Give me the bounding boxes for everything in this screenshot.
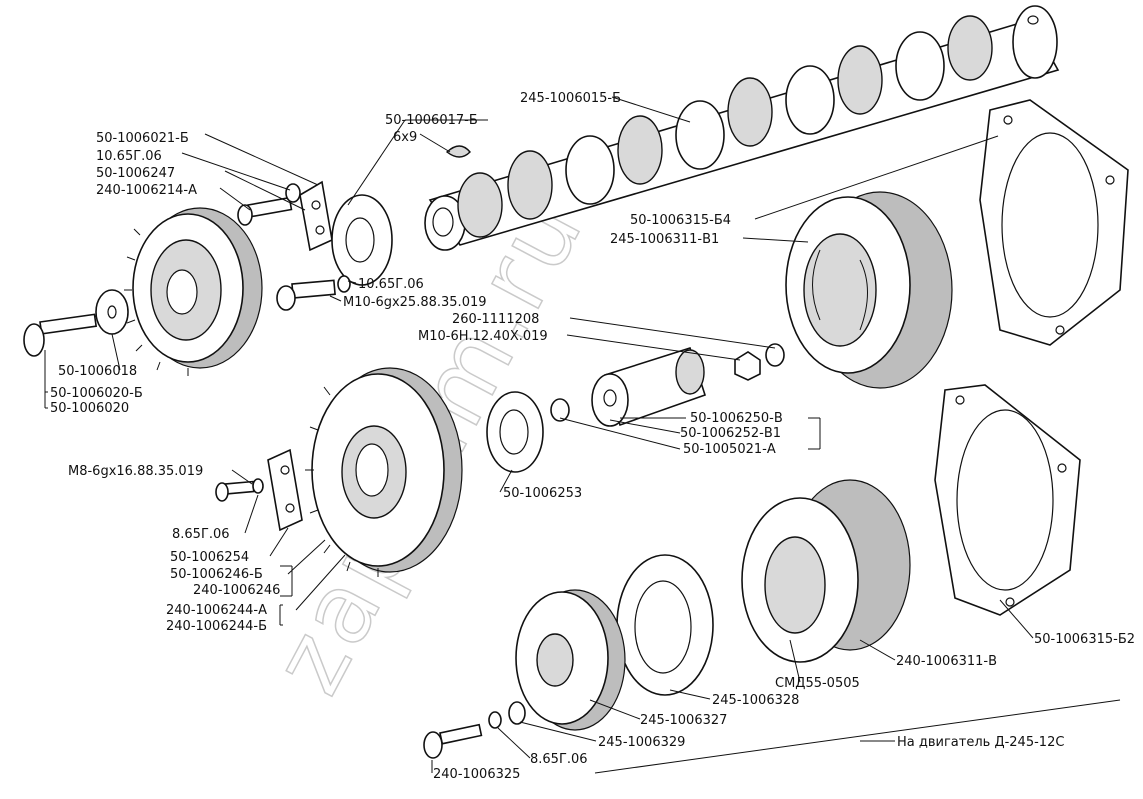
big-gear [305, 367, 463, 577]
label-washer-8: 8.65Г.06 [172, 527, 230, 542]
label-plate: 50-1006021-Б [96, 131, 189, 146]
label-plate-small: 50-1006254 [170, 550, 249, 565]
label-key-size: 6x9 [393, 130, 417, 145]
label-camshaft: 245-1006015-Б [520, 91, 621, 106]
label-gear-bottom: 240-1006311-В [896, 654, 997, 669]
label-bolt-top: 240-1006214-А [96, 183, 197, 198]
bolt-m10 [276, 279, 336, 311]
thrust-washer [331, 194, 393, 286]
washer-10-top [285, 183, 301, 203]
label-gasket-top: 50-1006315-Б4 [630, 213, 731, 228]
washer-big [486, 391, 544, 473]
gasket-bottom [934, 384, 1081, 616]
lock-plate [299, 180, 333, 252]
label-flange-plate: 50-1006247 [96, 166, 175, 181]
bolt-bottom [423, 723, 483, 759]
smd-ring [616, 554, 714, 696]
label-washer-260: 260-1111208 [452, 312, 539, 327]
washer-8-mid [252, 478, 264, 494]
key-6x9 [445, 145, 471, 158]
label-washer-big: 50-1006253 [503, 486, 582, 501]
label-gasket-bottom: 50-1006315-Б2 [1034, 632, 1135, 647]
spacer [550, 398, 570, 422]
label-gear-big-b: 240-1006246 [193, 583, 280, 598]
long-bolt [23, 313, 98, 357]
washer-bottom [508, 701, 526, 725]
left-gear [124, 207, 263, 376]
camshaft [424, 5, 1060, 251]
label-washer-mid: 10.65Г.06 [358, 277, 424, 292]
label-washer-top: 10.65Г.06 [96, 149, 162, 164]
bolt-m8 [215, 480, 255, 502]
label-bolt-long-c: 50-1006020 [50, 401, 129, 416]
leader-lines [44, 96, 1121, 774]
bottom-gear [741, 479, 911, 663]
label-gear-big-d: 240-1006244-Б [166, 619, 267, 634]
label-washer-bottom2: 8.65Г.06 [530, 752, 588, 767]
label-gear-big-c: 240-1006244-А [166, 603, 267, 618]
labels: 245-1006015-Б 50-1006017-Б 6x9 50-100602… [50, 91, 1135, 782]
gasket-top [979, 99, 1129, 346]
label-bolt-m10: М10-6gx25.88.35.019 [343, 295, 487, 310]
label-gear-big-a: 50-1006246-Б [170, 567, 263, 582]
label-bush-c: 50-1005021-А [683, 442, 776, 457]
label-bolt-long: 50-1006018 [58, 364, 137, 379]
label-smd: СМД55-0505 [775, 676, 860, 691]
label-nut-m10: М10-6Н.12.40Х.019 [418, 329, 548, 344]
washer-10-mid [337, 275, 351, 293]
label-bush-a: 50-1006250-В [690, 411, 783, 426]
label-bolt-bottom: 240-1006325 [433, 767, 520, 782]
label-engine-note: На двигатель Д-245-12С [897, 735, 1064, 750]
nut-m10 [734, 351, 761, 381]
label-bolt-m8: М8-6gx16.88.35.019 [68, 464, 203, 479]
right-gear [785, 191, 953, 389]
label-gear-right: 245-1006311-В1 [610, 232, 719, 247]
hub [515, 589, 626, 731]
label-hub: 245-1006327 [640, 713, 727, 728]
label-bolt-long-b: 50-1006020-Б [50, 386, 143, 401]
small-plate [267, 448, 303, 532]
washer-8-bottom [488, 711, 502, 729]
label-key-code: 50-1006017-Б [385, 113, 478, 128]
left-washer [95, 289, 129, 335]
bushing [591, 346, 706, 427]
label-ring: 245-1006328 [712, 693, 799, 708]
label-washer-bottom: 245-1006329 [598, 735, 685, 750]
label-bush-b: 50-1006252-В1 [680, 426, 781, 441]
bolt-240 [237, 196, 293, 226]
washer-260 [765, 343, 785, 367]
